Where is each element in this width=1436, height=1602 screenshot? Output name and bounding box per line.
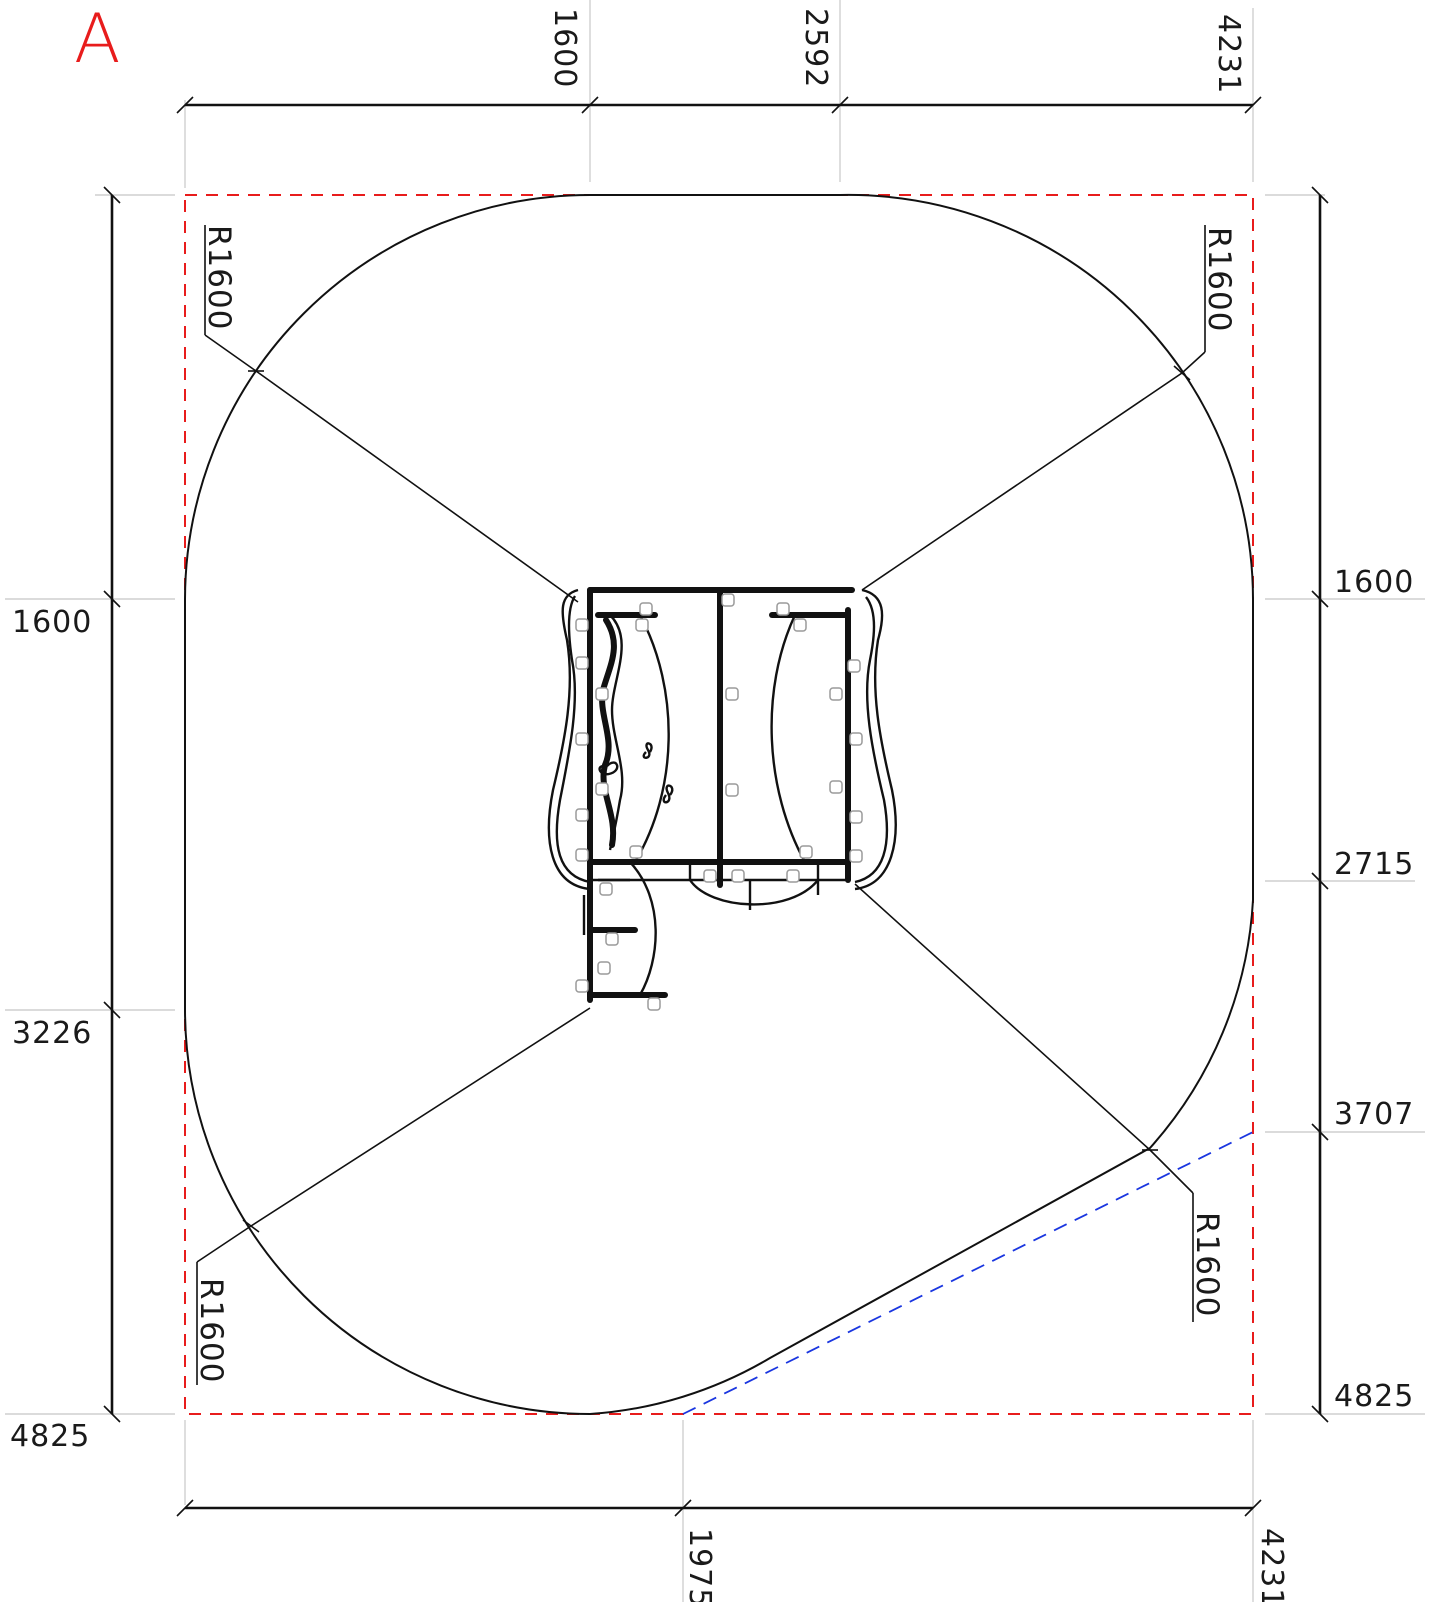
fixing: [725, 783, 739, 797]
tick-right-4825: [1311, 1405, 1329, 1423]
fixing: [575, 848, 589, 862]
dim-right-1600: 1600: [1334, 565, 1414, 600]
cut-line: [682, 1131, 1254, 1415]
leader-bottom-left: [196, 1007, 591, 1263]
fixing: [847, 659, 861, 673]
dimension-lines: [103, 96, 1329, 1517]
extension-lines: [5, 0, 1425, 1602]
fixing: [575, 808, 589, 822]
tick-bottom-4231: [1244, 1499, 1262, 1517]
equipment-arc-right: [770, 614, 807, 863]
fixing: [721, 593, 735, 607]
dim-left-4825: 4825: [10, 1419, 90, 1454]
equipment-ornament-3: [598, 761, 619, 776]
fixing: [595, 782, 609, 796]
equipment-lower-arc: [629, 861, 657, 996]
leader-tick-bottom-left: [242, 1219, 260, 1233]
leader-top-right: [861, 351, 1206, 591]
dim-left-1600: 1600: [12, 605, 92, 640]
leader-tick-top-right: [1173, 365, 1191, 381]
fixing: [639, 602, 653, 616]
fixing: [776, 602, 790, 616]
tick-top-1600: [581, 96, 599, 114]
leader-top-left: [204, 334, 579, 603]
tick-top-2592: [831, 96, 849, 114]
dim-right-3707: 3707: [1334, 1097, 1414, 1132]
tick-right-3707: [1311, 1123, 1329, 1141]
fixing: [849, 849, 863, 863]
equipment-arc-left: [633, 614, 670, 863]
equipment-right-panel-inner: [854, 596, 889, 884]
tick-left-1600: [103, 590, 121, 608]
radius-label-bottom-right: R1600: [1189, 1212, 1225, 1317]
dim-left-3226: 3226: [12, 1016, 92, 1051]
tick-right-0: [1311, 186, 1329, 204]
play-equipment: [547, 587, 897, 1011]
dim-top-1600: 1600: [547, 8, 582, 88]
equipment-bench: [689, 879, 819, 906]
fixing: [635, 618, 649, 632]
dimension-labels: 1600 2592 4231 1975 4231 1600 3226 4825 …: [10, 8, 1414, 1602]
tick-top-0: [176, 96, 194, 114]
dim-top-4231: 4231: [1211, 14, 1246, 94]
dim-right-2715: 2715: [1334, 847, 1414, 882]
tick-top-4231: [1244, 96, 1262, 114]
fixing: [647, 997, 661, 1011]
safety-zone-outline: [184, 193, 1254, 1416]
fixing: [799, 845, 813, 859]
fixing: [599, 882, 613, 896]
equipment-fixings: [575, 593, 863, 1011]
equipment-ornament-2: [662, 784, 674, 804]
drawing-label: A: [74, 0, 121, 79]
fixing: [597, 961, 611, 975]
tick-left-4825: [103, 1405, 121, 1423]
fixing: [595, 687, 609, 701]
radius-labels: R1600 R1600 R1600 R1600: [193, 225, 1237, 1383]
equipment-ornament-1: [642, 742, 653, 759]
fixing: [725, 687, 739, 701]
dim-bottom-1975: 1975: [682, 1528, 717, 1602]
fixing: [829, 687, 843, 701]
equipment-wavy-rail: [599, 617, 617, 848]
dim-right-4825: 4825: [1334, 1379, 1414, 1414]
fixing: [629, 845, 643, 859]
fixing: [793, 618, 807, 632]
fixing: [849, 810, 863, 824]
equipment-left-panel-inner: [555, 595, 591, 884]
fixing: [829, 780, 843, 794]
radius-leaders: [196, 225, 1206, 1385]
fixing: [703, 869, 717, 883]
tick-bottom-1975: [674, 1499, 692, 1517]
dim-bottom-4231: 4231: [1254, 1528, 1289, 1602]
tick-right-1600: [1311, 590, 1329, 608]
fixing: [605, 932, 619, 946]
fixing: [575, 618, 589, 632]
leader-bottom-right: [854, 883, 1194, 1194]
tick-left-0: [103, 186, 121, 204]
fixing: [575, 979, 589, 993]
equipment-left-panel: [547, 588, 591, 891]
radius-label-top-left: R1600: [201, 225, 237, 330]
fixing: [849, 732, 863, 746]
fixing: [575, 732, 589, 746]
fixing: [731, 869, 745, 883]
fixing: [786, 869, 800, 883]
equipment-right-panel: [854, 588, 897, 891]
dim-top-2592: 2592: [798, 8, 833, 88]
radius-label-top-right: R1600: [1201, 227, 1237, 332]
tick-bottom-0: [176, 1499, 194, 1517]
tick-right-2715: [1311, 872, 1329, 890]
radius-label-bottom-left: R1600: [193, 1278, 229, 1383]
tick-left-3226: [103, 1001, 121, 1019]
fixing: [575, 656, 589, 670]
